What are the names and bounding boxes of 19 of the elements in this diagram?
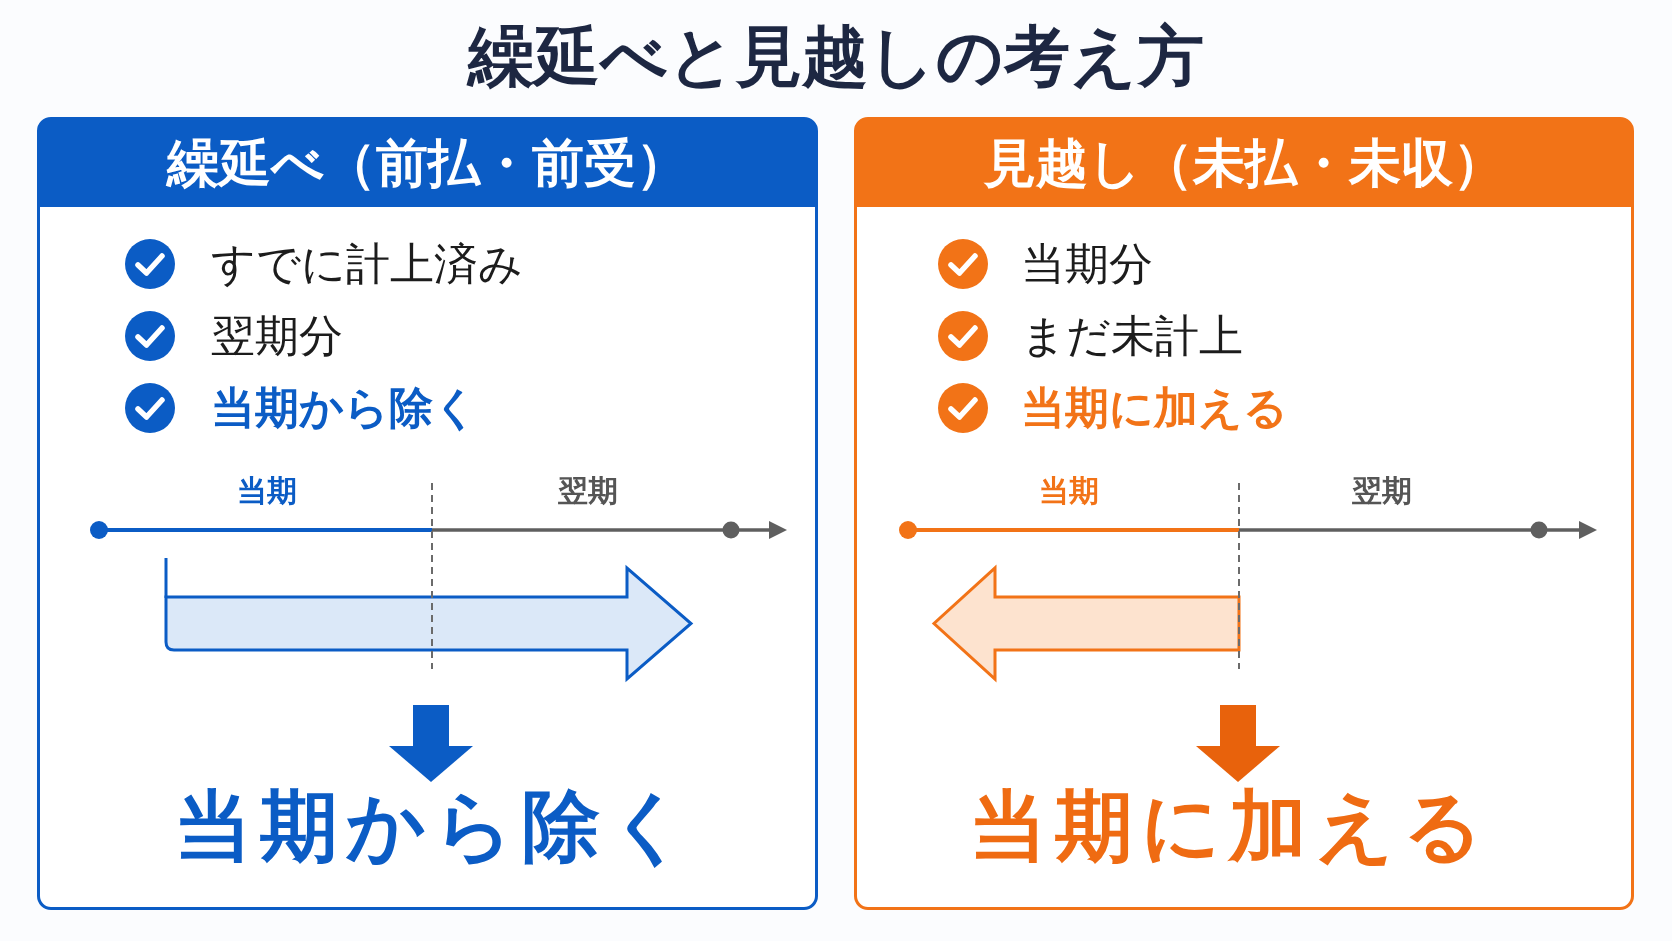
panel — [854, 117, 1634, 910]
result-text: 当期に加える — [969, 784, 1491, 870]
arrow — [389, 705, 473, 782]
arrow — [1196, 705, 1280, 782]
period-label: 翌期 — [558, 473, 618, 509]
panel-header: 見越し（未払・未収） — [856, 119, 1632, 207]
panel-header: 繰延べ（前払・前受） — [39, 119, 816, 207]
list-item-text: 当期から除く — [211, 382, 478, 434]
list-item-text: すでに計上済み — [211, 238, 523, 290]
diagram-title: 繰延べと見越しの考え方 — [468, 17, 1204, 97]
list-item-text: 翌期分 — [211, 310, 343, 362]
period-label: 当期 — [237, 473, 297, 509]
period-label: 翌期 — [1352, 473, 1412, 509]
list-item-text: 当期分 — [1021, 238, 1153, 290]
list-item-text: まだ未計上 — [1021, 310, 1243, 362]
panel — [37, 117, 818, 910]
period-label: 当期 — [1039, 473, 1099, 509]
list-item-text: 当期に加える — [1021, 382, 1288, 434]
result-text: 当期から除く — [174, 784, 696, 870]
